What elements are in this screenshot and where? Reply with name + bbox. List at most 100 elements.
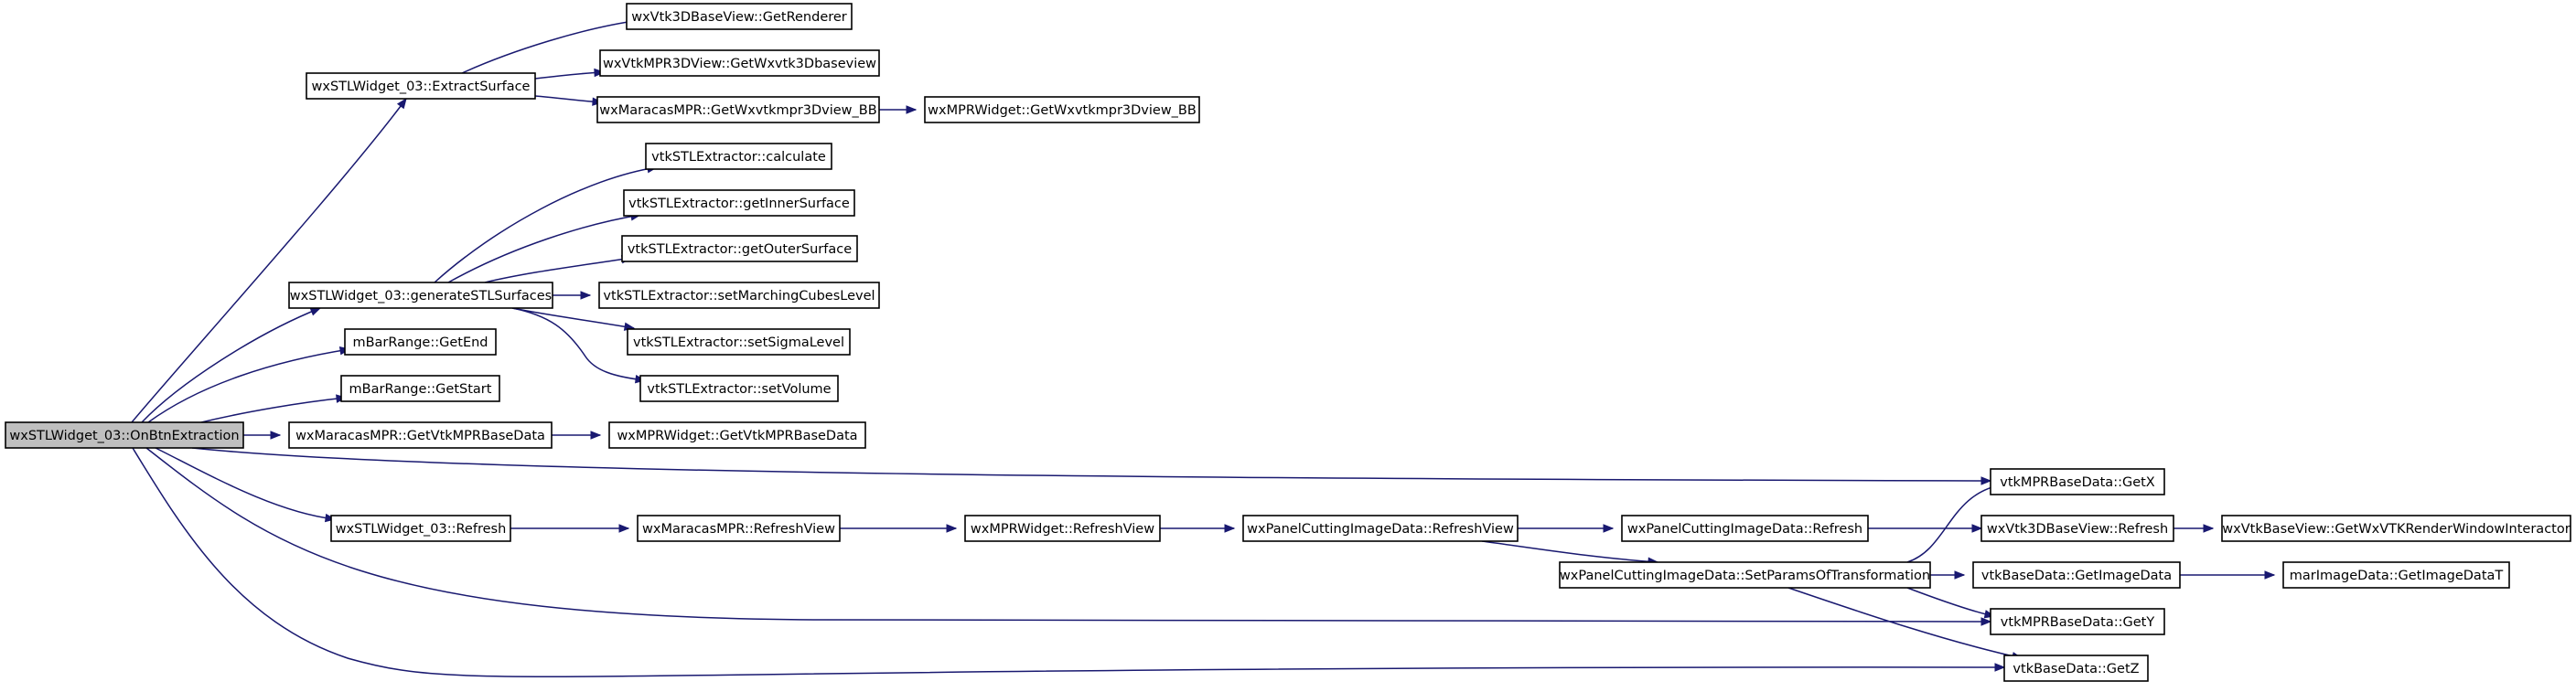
edge-arrowhead: [309, 307, 322, 316]
node-box: [330, 515, 511, 542]
node-box: [621, 235, 858, 262]
node-getwxvtkrenderwindowinteractor[interactable]: wxVtkBaseView::GetWxVTKRenderWindowInter…: [2221, 515, 2571, 542]
edge-arrowhead: [618, 524, 630, 533]
edge-arrowhead: [1980, 617, 1992, 626]
node-label: wxSTLWidget_03::ExtractSurface: [312, 80, 531, 94]
edge-arrowhead: [946, 524, 958, 533]
edge-line: [1787, 587, 2023, 659]
call-graph-nodes: wxSTLWidget_03::OnBtnExtractionwxSTLWidg…: [5, 3, 2571, 682]
node-getimagedata[interactable]: vtkBaseData::GetImageData: [1972, 561, 2181, 589]
edge-onbtnextraction-to-generatestlsurfaces: [141, 307, 322, 423]
edge-arrowhead: [396, 97, 407, 110]
edge-line: [141, 307, 321, 423]
node-box: [2003, 655, 2149, 682]
node-box: [5, 421, 244, 449]
node-setvolume[interactable]: vtkSTLExtractor::setVolume: [639, 375, 839, 402]
node-refreshview-mpr[interactable]: wxMPRWidget::RefreshView: [964, 515, 1161, 542]
node-label: vtkSTLExtractor::getOuterSurface: [628, 242, 852, 257]
edge-arrowhead: [580, 291, 592, 300]
node-getvtkmprbasedata2[interactable]: wxMPRWidget::GetVtkMPRBaseData: [608, 421, 866, 449]
node-getx[interactable]: vtkMPRBaseData::GetX: [1990, 468, 2165, 495]
edge-setparams-to-getimagedata: [1930, 570, 1966, 580]
edge-line: [511, 307, 635, 329]
node-getoutersurface[interactable]: vtkSTLExtractor::getOuterSurface: [621, 235, 858, 262]
node-setparams[interactable]: wxPanelCuttingImageData::SetParamsOfTran…: [1559, 561, 1931, 589]
edge-arrowhead: [906, 105, 918, 114]
node-box: [626, 3, 853, 30]
node-refreshview-panel[interactable]: wxPanelCuttingImageData::RefreshView: [1242, 515, 1519, 542]
node-box: [598, 282, 880, 309]
edge-refresh_stl-to-refreshview_maracas: [510, 524, 630, 533]
edge-arrowhead: [1980, 476, 1992, 485]
edge-line: [1481, 540, 1658, 563]
node-getz[interactable]: vtkBaseData::GetZ: [2003, 655, 2149, 682]
node-refresh-vtk3d[interactable]: wxVtk3DBaseView::Refresh: [1980, 515, 2174, 542]
node-getstart[interactable]: mBarRange::GetStart: [340, 375, 500, 402]
node-label: wxVtk3DBaseView::Refresh: [1987, 522, 2168, 537]
call-graph-edges: [131, 16, 2276, 677]
node-generatestlsurfaces[interactable]: wxSTLWidget_03::generateSTLSurfaces: [288, 282, 553, 309]
node-calculate[interactable]: vtkSTLExtractor::calculate: [645, 143, 832, 170]
node-getend[interactable]: mBarRange::GetEnd: [344, 328, 497, 356]
node-label: wxMaracasMPR::GetVtkMPRBaseData: [295, 429, 545, 443]
node-box: [596, 96, 880, 123]
node-box: [623, 189, 855, 217]
edge-line: [511, 307, 646, 381]
node-setmarchingcubeslevel[interactable]: vtkSTLExtractor::setMarchingCubesLevel: [598, 282, 880, 309]
node-getinnersurface[interactable]: vtkSTLExtractor::getInnerSurface: [623, 189, 855, 217]
node-box: [2282, 561, 2510, 589]
node-extractsurface[interactable]: wxSTLWidget_03::ExtractSurface: [306, 72, 536, 100]
node-label: mBarRange::GetStart: [349, 382, 492, 397]
node-box: [637, 515, 841, 542]
edge-line: [534, 71, 605, 80]
edge-onbtnextraction-to-refresh_stl: [155, 447, 337, 523]
edge-arrowhead: [590, 431, 602, 440]
node-label: marImageData::GetImageDataT: [2290, 569, 2504, 583]
node-getwxvtkmpr3dview-bb2[interactable]: wxMPRWidget::GetWxvtkmpr3Dview_BB: [924, 96, 1200, 123]
node-getwxvtkmpr3dview-bb[interactable]: wxMaracasMPR::GetWxvtkmpr3Dview_BB: [596, 96, 880, 123]
node-box: [924, 96, 1200, 123]
node-label: wxPanelCuttingImageData::RefreshView: [1247, 522, 1514, 537]
node-getimagedatat[interactable]: marImageData::GetImageDataT: [2282, 561, 2510, 589]
node-box: [1559, 561, 1931, 589]
node-box: [340, 375, 500, 402]
node-box: [288, 421, 553, 449]
node-getwxvtk3dbaseview[interactable]: wxVtkMPR3DView::GetWxvtk3Dbaseview: [599, 49, 880, 77]
edge-extractsurface-to-getwxvtkmpr3dview_bb: [534, 95, 604, 106]
edge-onbtnextraction-to-getx: [191, 447, 1992, 485]
edge-arrowhead: [1971, 524, 1983, 533]
node-gety[interactable]: vtkMPRBaseData::GetY: [1990, 608, 2165, 635]
node-label: vtkBaseData::GetImageData: [1981, 569, 2172, 583]
edge-generatestlsurfaces-to-setmarchingcubeslevel: [553, 291, 592, 300]
node-label: vtkMPRBaseData::GetY: [2001, 615, 2155, 630]
node-box: [1621, 515, 1869, 542]
node-box: [1980, 515, 2174, 542]
node-getrenderer[interactable]: wxVtk3DBaseView::GetRenderer: [626, 3, 853, 30]
node-refreshview-maracas[interactable]: wxMaracasMPR::RefreshView: [637, 515, 841, 542]
edge-refresh_panel-to-refresh_vtk3d: [1868, 524, 1983, 533]
edge-generatestlsurfaces-to-setsigmalevel: [511, 307, 636, 331]
node-label: wxMPRWidget::GetWxvtkmpr3Dview_BB: [928, 103, 1197, 118]
node-box: [306, 72, 536, 100]
node-label: wxVtkMPR3DView::GetWxvtk3Dbaseview: [603, 57, 876, 71]
node-label: wxMPRWidget::GetVtkMPRBaseData: [617, 429, 857, 443]
edge-line: [534, 95, 603, 103]
edge-arrowhead: [594, 68, 606, 78]
edge-setparams-to-getz: [1787, 587, 2023, 661]
edge-line: [132, 447, 2005, 677]
edge-line: [1906, 587, 1995, 617]
node-onbtnextraction[interactable]: wxSTLWidget_03::OnBtnExtraction: [5, 421, 244, 449]
node-refresh-panel[interactable]: wxPanelCuttingImageData::Refresh: [1621, 515, 1869, 542]
edge-line: [147, 348, 350, 423]
node-setsigmalevel[interactable]: vtkSTLExtractor::setSigmaLevel: [627, 328, 851, 356]
edge-arrowhead: [2203, 524, 2215, 533]
node-refresh-stl[interactable]: wxSTLWidget_03::Refresh: [330, 515, 511, 542]
node-getvtkmprbasedata[interactable]: wxMaracasMPR::GetVtkMPRBaseData: [288, 421, 553, 449]
node-box: [1990, 608, 2165, 635]
node-box: [599, 49, 880, 77]
node-label: vtkSTLExtractor::calculate: [651, 150, 826, 165]
edge-onbtnextraction-to-getvtkmprbasedata: [243, 431, 282, 440]
node-label: wxSTLWidget_03::OnBtnExtraction: [9, 429, 239, 443]
node-box: [1990, 468, 2165, 495]
node-label: wxSTLWidget_03::generateSTLSurfaces: [290, 289, 552, 303]
